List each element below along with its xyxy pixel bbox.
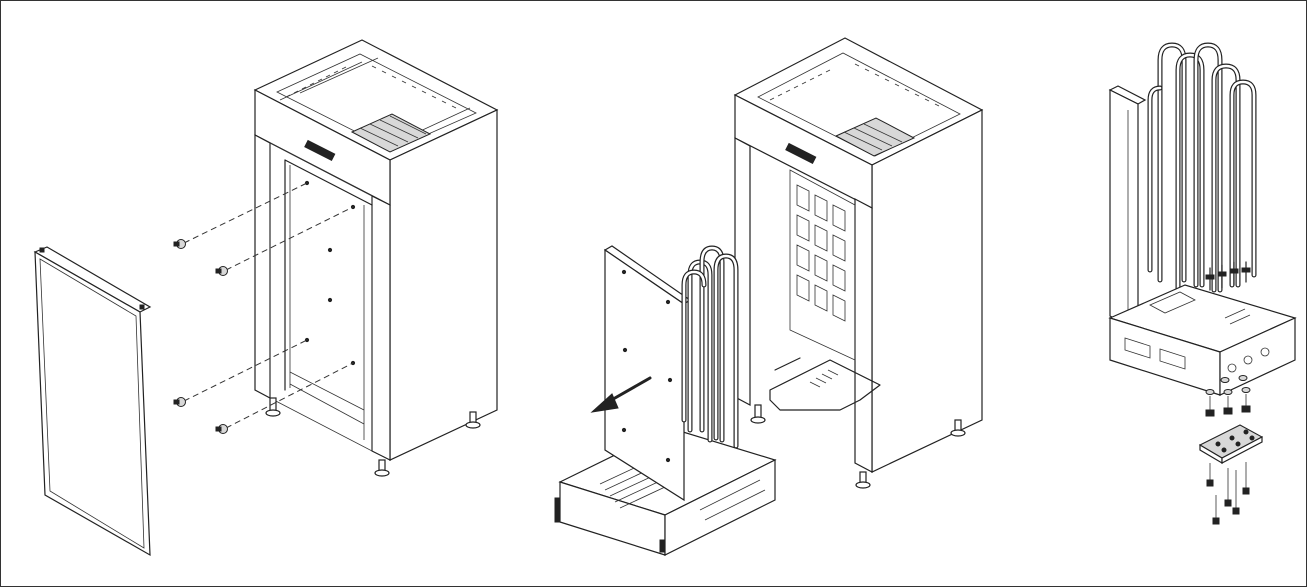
step2-heater-cabinet <box>733 37 984 489</box>
step2-heating-unit <box>554 245 777 556</box>
step3-exploded-terminal-parts <box>1198 375 1264 525</box>
screw-icon <box>1242 487 1250 495</box>
screw-icon <box>173 397 186 407</box>
step1-heater-cabinet <box>253 39 499 477</box>
washer-icon <box>1205 389 1215 395</box>
terminal-block <box>1198 424 1264 465</box>
washer-icon <box>1223 389 1233 395</box>
screw-icon <box>215 266 228 276</box>
washer-icon <box>1241 387 1251 393</box>
washer-icon <box>1220 377 1230 383</box>
screw-icon <box>1212 517 1220 525</box>
screw-icon <box>173 239 186 249</box>
step3-element-assembly <box>1108 42 1297 396</box>
screw-icon <box>1206 479 1214 487</box>
nut-icon <box>1241 405 1251 413</box>
nut-icon <box>1223 407 1233 415</box>
washer-icon <box>1238 375 1248 381</box>
screw-icon <box>1224 499 1232 507</box>
screw-icon <box>1232 507 1240 515</box>
step1-screws <box>173 182 354 434</box>
heating-element-tubes <box>681 245 739 449</box>
top-vent-slots <box>285 65 457 109</box>
step3-heating-element-tubes <box>1147 42 1257 293</box>
inner-heater-grid <box>796 184 846 322</box>
pull-out-arrow-icon <box>590 376 652 413</box>
nut-icon <box>1205 409 1215 417</box>
screw-icon <box>215 424 228 434</box>
step1-front-panel <box>33 246 152 557</box>
